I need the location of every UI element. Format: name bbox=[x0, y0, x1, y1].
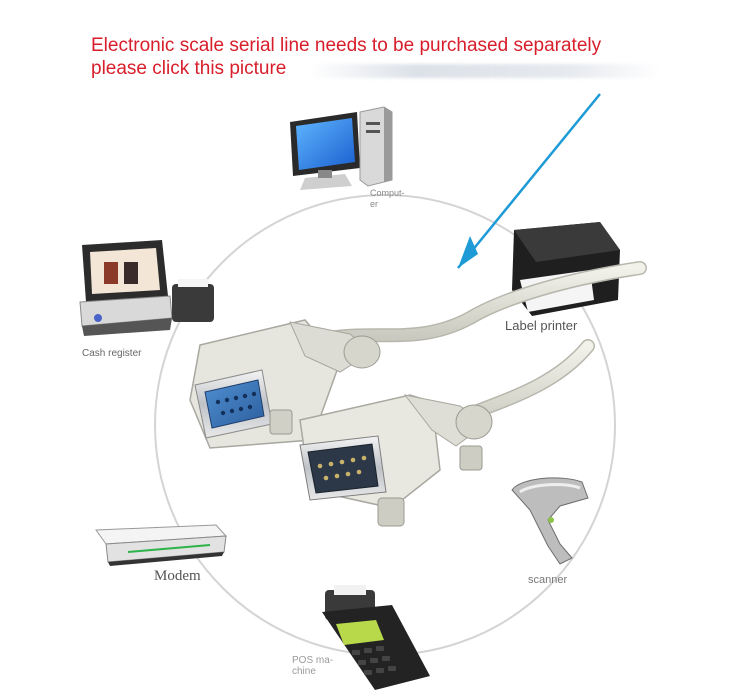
cash-register-icon bbox=[79, 240, 214, 336]
computer-icon bbox=[290, 106, 393, 190]
db9-male-connector bbox=[299, 394, 493, 527]
pos-machine-label-line1: POS ma- bbox=[292, 655, 334, 666]
scanner-label: scanner bbox=[528, 574, 568, 586]
pointer-arrow-icon bbox=[457, 93, 601, 269]
pos-machine-label: POS ma- chine bbox=[292, 655, 333, 677]
computer-label: Comput- er bbox=[370, 188, 405, 210]
pos-machine-label-line2: chine bbox=[292, 666, 316, 677]
purchase-notice-line2[interactable]: please click this picture bbox=[91, 58, 287, 79]
modem-label: Modem bbox=[154, 568, 201, 584]
scanner-icon bbox=[511, 477, 589, 565]
computer-label-line1: Comput- bbox=[370, 188, 405, 198]
purchase-notice[interactable]: Electronic scale serial line needs to be… bbox=[91, 34, 691, 80]
computer-label-line2: er bbox=[370, 199, 379, 209]
pos-machine-icon bbox=[322, 585, 430, 690]
modem-icon bbox=[95, 524, 228, 566]
purchase-notice-line1[interactable]: Electronic scale serial line needs to be… bbox=[91, 35, 602, 56]
db9-female-connector bbox=[189, 319, 381, 449]
cash-register-label: Cash register bbox=[82, 348, 142, 359]
faint-header-strip bbox=[310, 64, 660, 78]
label-printer-label: Label printer bbox=[505, 318, 578, 333]
